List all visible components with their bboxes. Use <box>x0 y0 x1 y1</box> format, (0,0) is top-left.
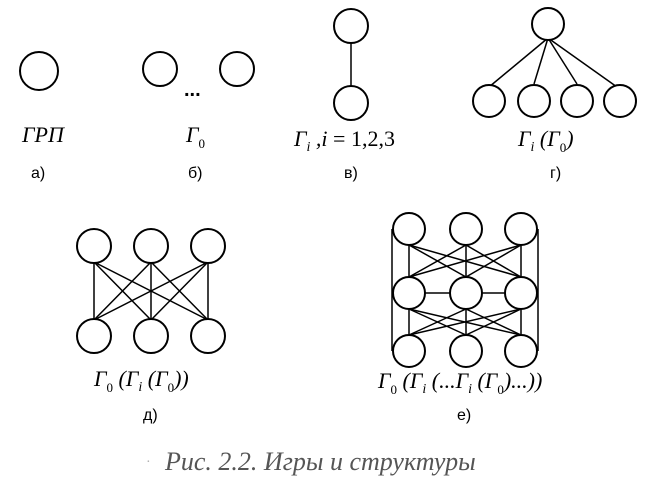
panel-d: Г0 (Гi (Г0)) д) <box>76 228 226 424</box>
edge <box>408 244 467 278</box>
node <box>219 51 255 87</box>
node <box>504 334 538 368</box>
panel-e: Г0 (Гi (...Гi (Г0)...)) е) <box>377 212 542 424</box>
label-b: б) <box>188 165 203 182</box>
node <box>603 84 637 118</box>
node <box>449 276 483 310</box>
formula-v: Гi ,i = 1,2,3 <box>293 126 395 155</box>
formula-e: Г0 (Гi (...Гi (Г0)...)) <box>377 368 542 397</box>
panel-b: ... Г0 б) <box>142 51 255 182</box>
formula-d: Г0 (Гi (Г0)) <box>93 366 189 395</box>
node <box>76 228 112 264</box>
edge <box>547 37 578 85</box>
formula-g: Гi (Г0) <box>517 126 574 155</box>
node <box>472 84 506 118</box>
node <box>392 276 426 310</box>
caption-mark: · <box>146 455 151 470</box>
label-g: г) <box>550 165 561 182</box>
edge <box>408 308 522 336</box>
panel-a: ГРП а) <box>19 51 65 182</box>
edge <box>547 37 618 88</box>
edge <box>488 37 549 88</box>
node <box>531 7 565 41</box>
edge <box>408 308 467 336</box>
edge <box>465 244 522 278</box>
label-v: в) <box>344 165 358 182</box>
node <box>504 276 538 310</box>
node <box>133 318 169 354</box>
edge <box>150 261 209 321</box>
edge <box>408 244 522 278</box>
label-a: а) <box>31 165 45 182</box>
node <box>19 51 59 91</box>
ellipsis: ... <box>184 79 201 101</box>
node <box>560 84 594 118</box>
node <box>333 85 369 121</box>
node <box>392 334 426 368</box>
node <box>517 84 551 118</box>
node <box>190 228 226 264</box>
edge <box>465 308 522 336</box>
node <box>504 212 538 246</box>
formula-b: Г0 <box>185 122 205 151</box>
node <box>133 228 169 264</box>
formula-a: ГРП <box>21 122 65 147</box>
panel-v: Гi ,i = 1,2,3 в) <box>293 8 395 182</box>
edge <box>533 37 549 85</box>
node <box>449 334 483 368</box>
panel-g: Гi (Г0) г) <box>472 7 637 182</box>
label-d: д) <box>143 407 158 424</box>
node <box>392 212 426 246</box>
node <box>449 212 483 246</box>
node <box>190 318 226 354</box>
node <box>76 318 112 354</box>
node <box>333 8 369 44</box>
figure-caption: Рис. 2.2. Игры и структуры <box>164 447 476 476</box>
edge <box>93 261 209 321</box>
label-e: е) <box>457 407 471 424</box>
edge <box>93 261 152 321</box>
node <box>142 51 178 87</box>
